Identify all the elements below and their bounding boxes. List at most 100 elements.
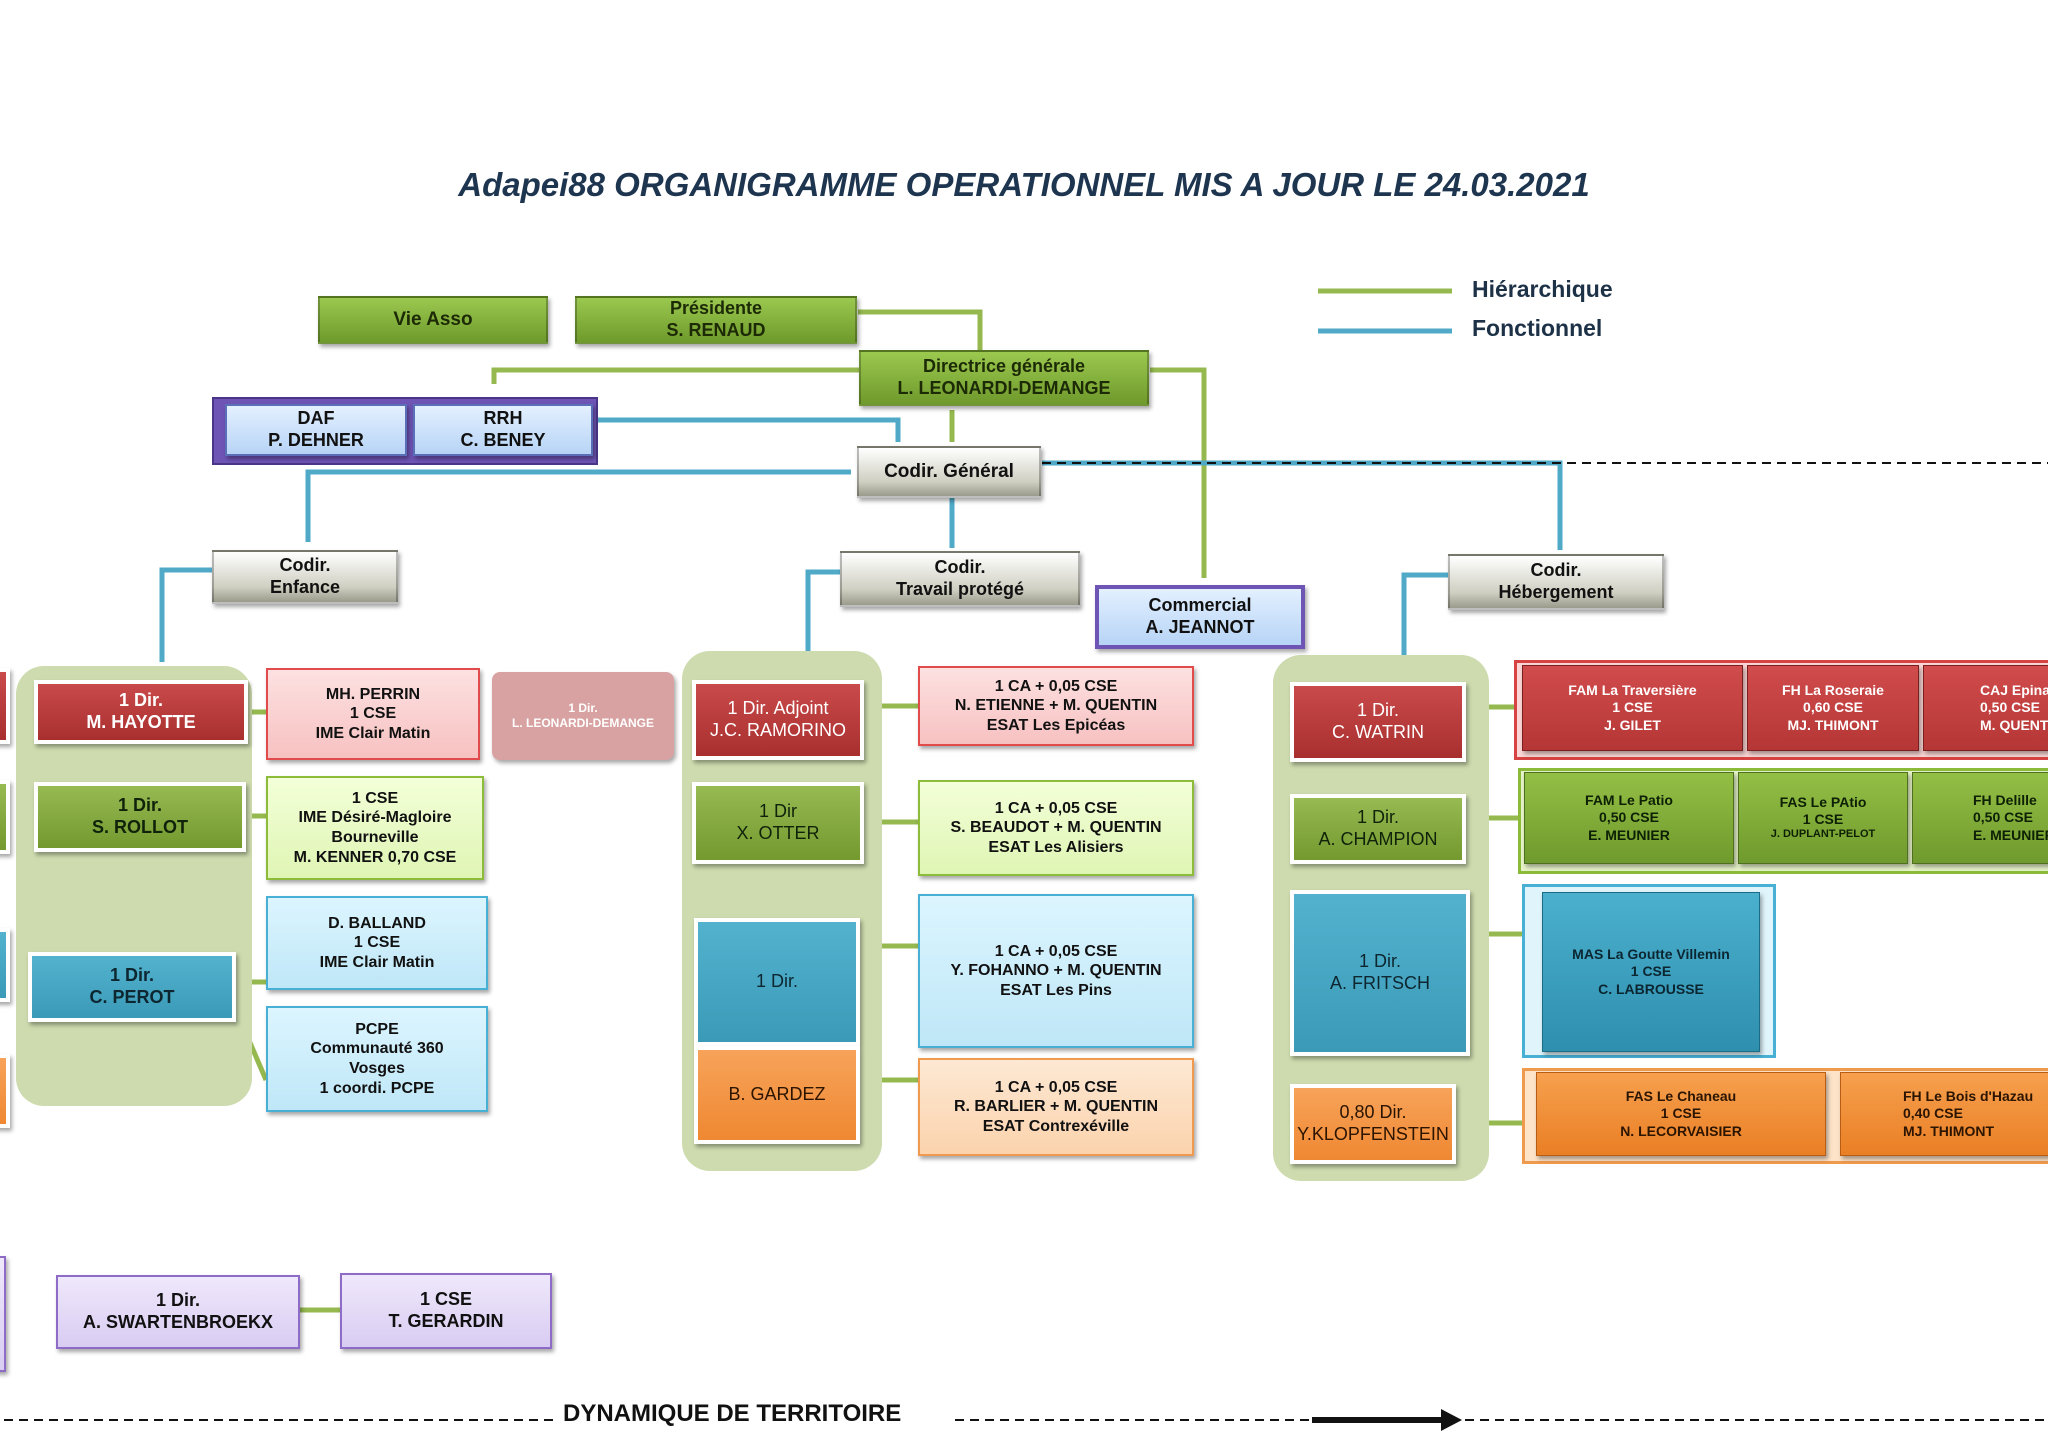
unit-traversiere-l2: 1 CSE <box>1612 699 1653 716</box>
alisiers-l1: 1 CA + 0,05 CSE <box>994 799 1118 817</box>
unit-fas-patio-l3: J. DUPLANT-PELOT <box>1770 828 1876 841</box>
codir-hebergement-l1: Codir. <box>1530 560 1582 581</box>
unit-mas-goutte-l1: MAS La Goutte Villemin <box>1572 946 1730 963</box>
contrexeville-l3: ESAT Contrexéville <box>982 1117 1130 1135</box>
hier-line <box>1150 367 1207 578</box>
unit-fh-bois-hazau-l2: 0,40 CSE <box>1903 1105 1963 1122</box>
hier-line <box>491 367 859 384</box>
otter-l2: X. OTTER <box>736 823 820 843</box>
otter-box: 1 Dir X. OTTER <box>692 782 864 864</box>
edge-box-green <box>0 780 10 854</box>
unit-fam-patio-l3: E. MEUNIER <box>1588 826 1670 843</box>
rollot-box: 1 Dir. S. ROLLOT <box>34 782 246 852</box>
rollot-l1: 1 Dir. <box>117 795 163 816</box>
epiceas-box: 1 CA + 0,05 CSE N. ETIENNE + M. QUENTIN … <box>918 666 1194 746</box>
unit-mas-goutte-l3: C. LABROUSSE <box>1598 980 1704 997</box>
unit-roseraie-l3: MJ. THIMONT <box>1787 716 1879 733</box>
watrin-box: 1 Dir. C. WATRIN <box>1290 682 1466 762</box>
func-line <box>159 567 212 662</box>
unit-fam-patio-l2: 0,50 CSE <box>1599 809 1659 826</box>
presidente-name: S. RENAUD <box>666 320 766 340</box>
perot-l1: 1 Dir. <box>109 965 155 986</box>
unit-traversiere-l3: J. GILET <box>1604 716 1661 733</box>
unit-fh-bois-hazau: FH Le Bois d'Hazau 0,40 CSE MJ. THIMONT <box>1840 1072 2048 1156</box>
codir-travail-l1: Codir. <box>934 557 986 578</box>
unit-fas-chaneau-l3: N. LECORVAISIER <box>1620 1122 1742 1139</box>
bourneville-box: 1 CSE IME Désiré-Magloire Bourneville M.… <box>266 776 484 880</box>
champion-box: 1 Dir. A. CHAMPION <box>1290 794 1466 864</box>
unit-caj-epinal-l3: M. QUENTIN <box>1980 716 2048 733</box>
unit-mas-goutte: MAS La Goutte Villemin 1 CSE C. LABROUSS… <box>1542 892 1760 1052</box>
codir-travail-l2: Travail protégé <box>895 579 1025 599</box>
perot-box: 1 Dir. C. PEROT <box>28 952 236 1022</box>
daf-role: DAF <box>297 408 335 429</box>
codir-hebergement-box: Codir. Hébergement <box>1448 554 1664 610</box>
unit-roseraie-l1: FH La Roseraie <box>1782 682 1884 699</box>
perrin-l1: MH. PERRIN <box>325 685 421 703</box>
ramorino-box: 1 Dir. Adjoint J.C. RAMORINO <box>692 680 864 760</box>
commercial-role: Commercial <box>1148 595 1252 616</box>
codir-enfance-l1: Codir. <box>279 555 331 576</box>
leonardi-dir-l1: 1 Dir. <box>568 701 598 716</box>
daf-box: DAF P. DEHNER <box>225 404 407 456</box>
fritsch-l2: A. FRITSCH <box>1329 973 1430 993</box>
territory-arrow-head <box>1441 1409 1462 1431</box>
unit-fh-delille: FH Delille 0,50 CSE E. MEUNIER <box>1912 772 2048 864</box>
balland-l2: 1 CSE <box>353 934 401 952</box>
unit-fas-patio-l1: FAS Le PAtio <box>1779 794 1867 811</box>
edge-box-teal <box>0 928 10 1002</box>
alisiers-l2: S. BEAUDOT + M. QUENTIN <box>950 819 1162 837</box>
otter-l1: 1 Dir <box>758 801 797 822</box>
vie-asso-box: Vie Asso <box>318 296 548 344</box>
klopfenstein-l1: 0,80 Dir. <box>1339 1102 1407 1123</box>
unit-caj-epinal-l1: CAJ Epinal <box>1980 682 2048 699</box>
hayotte-box: 1 Dir. M. HAYOTTE <box>34 680 248 744</box>
daf-name: P. DEHNER <box>268 430 364 450</box>
pins-box: 1 CA + 0,05 CSE Y. FOHANNO + M. QUENTIN … <box>918 894 1194 1048</box>
bourneville-l3: Bourneville <box>331 829 419 846</box>
gardez-box: B. GARDEZ <box>694 1046 860 1144</box>
codir-general-label: Codir. Général <box>884 461 1014 483</box>
ramorino-l2: J.C. RAMORINO <box>709 720 846 740</box>
watrin-l2: C. WATRIN <box>1332 722 1424 742</box>
balland-l3: IME Clair Matin <box>319 953 435 971</box>
rrh-name: C. BENEY <box>460 430 546 450</box>
legend-hierarchique: Hiérarchique <box>1472 276 1613 302</box>
bourneville-l4: M. KENNER 0,70 CSE <box>293 848 457 866</box>
codir-enfance-l2: Enfance <box>269 577 341 597</box>
pcpe-l2: Communauté 360 <box>310 1040 444 1058</box>
fritsch-box: 1 Dir. A. FRITSCH <box>1290 890 1470 1056</box>
leonardi-dir-l2: L. LEONARDI-DEMANGE <box>512 716 654 730</box>
func-line <box>305 469 851 542</box>
legend-fonctionnel: Fonctionnel <box>1472 315 1603 341</box>
epiceas-l1: 1 CA + 0,05 CSE <box>994 677 1118 695</box>
alisiers-l3: ESAT Les Alisiers <box>988 838 1124 856</box>
balland-box: D. BALLAND 1 CSE IME Clair Matin <box>266 896 488 990</box>
commercial-box: Commercial A. JEANNOT <box>1095 585 1305 649</box>
codir-general-box: Codir. Général <box>857 446 1041 498</box>
unit-caj-epinal: CAJ Epinal 0,50 CSE M. QUENTIN <box>1923 665 2048 751</box>
gerardin-box: 1 CSE T. GERARDIN <box>340 1273 552 1349</box>
rrh-role: RRH <box>483 408 523 429</box>
codir-enfance-box: Codir. Enfance <box>212 550 398 604</box>
pcpe-l4: 1 coordi. PCPE <box>319 1079 435 1097</box>
unit-fas-chaneau-l2: 1 CSE <box>1660 1105 1702 1122</box>
func-line <box>805 569 840 655</box>
travail-dir-label: 1 Dir. <box>755 971 798 992</box>
commercial-name: A. JEANNOT <box>1145 617 1255 637</box>
pins-l3: ESAT Les Pins <box>1000 981 1112 999</box>
edge-box-lavender <box>0 1256 6 1372</box>
hier-line <box>858 309 983 350</box>
gerardin-l2: T. GERARDIN <box>388 1311 504 1331</box>
func-line <box>1401 572 1448 655</box>
directrice-name: L. LEONARDI-DEMANGE <box>897 378 1111 398</box>
codir-travail-box: Codir. Travail protégé <box>840 551 1080 607</box>
unit-roseraie: FH La Roseraie 0,60 CSE MJ. THIMONT <box>1747 665 1919 751</box>
unit-caj-epinal-l2: 0,50 CSE <box>1980 699 2040 716</box>
watrin-l1: 1 Dir. <box>1356 700 1399 721</box>
vie-asso-label: Vie Asso <box>393 309 473 331</box>
travail-dir-box: 1 Dir. <box>694 918 860 1046</box>
gerardin-l1: 1 CSE <box>419 1289 473 1310</box>
swartenbroekx-l2: A. SWARTENBROEKX <box>82 1312 273 1332</box>
contrexeville-box: 1 CA + 0,05 CSE R. BARLIER + M. QUENTIN … <box>918 1058 1194 1156</box>
